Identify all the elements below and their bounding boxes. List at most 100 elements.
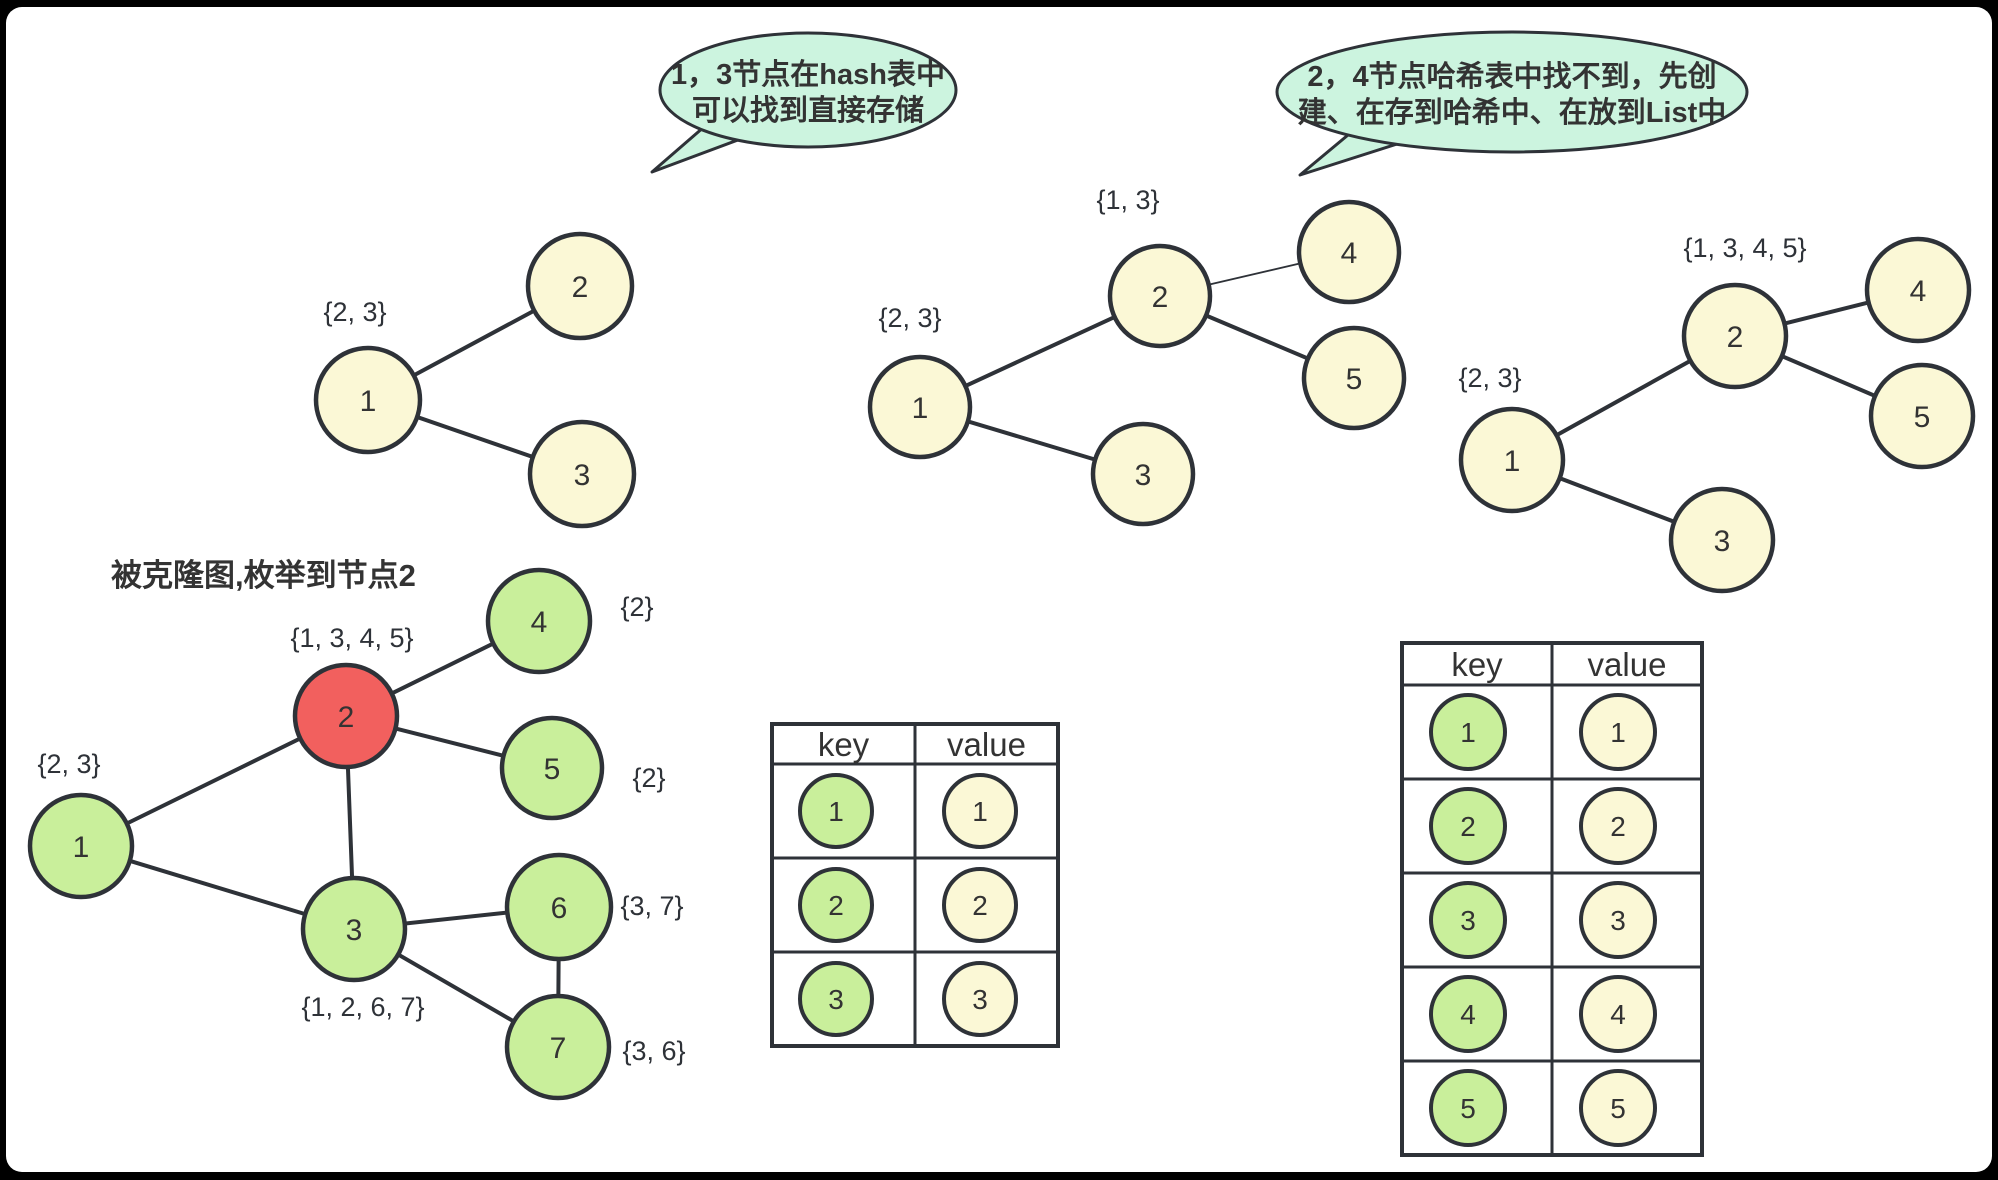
clone-step1-node-3-label: 3 xyxy=(574,459,591,492)
clone-step2-node-2-circle xyxy=(1107,243,1213,349)
source-graph-node-7-label: 7 xyxy=(550,1032,567,1065)
hash-table-step-row-2-key-node: 2 xyxy=(798,867,874,943)
source-graph-node-6-label: 6 xyxy=(551,892,568,925)
source-graph-node-7-circle xyxy=(504,993,612,1101)
clone-step3-node-3-label: 3 xyxy=(1714,525,1731,558)
hash-table-full-row-4-key-label: 4 xyxy=(1460,999,1476,1030)
clone-step2-node-5: 5 xyxy=(1301,325,1407,431)
clone-step2-node-2-label: 2 xyxy=(1152,281,1169,314)
clone-step3-node-3: 3 xyxy=(1668,486,1776,594)
source-graph-neighbor-set-label: {2} xyxy=(632,763,665,793)
hash-table-step-row-2-key-circle xyxy=(798,867,874,943)
clone-step3-neighbor-set-label: {2, 3} xyxy=(1458,363,1521,393)
clone-step2-node-5-label: 5 xyxy=(1346,363,1363,396)
hash-table-full-row-2-value-label: 2 xyxy=(1610,811,1626,842)
hash-table-full-row-3-key-label: 3 xyxy=(1460,905,1476,936)
hash-table-full-row-3-value-node: 3 xyxy=(1579,881,1657,959)
bubble-hash-missing-text-line: 建、在存到哈希中、在放到List中 xyxy=(1298,96,1727,129)
hash-table-full-row-2-value-node: 2 xyxy=(1579,787,1657,865)
clone-step3-node-1-circle xyxy=(1458,406,1566,514)
source-graph-node-6: 6 xyxy=(504,852,614,962)
clone-step3: {2, 3} {1, 3, 4, 5} xyxy=(1458,233,1924,542)
clone-step2-node-3-circle xyxy=(1090,421,1196,527)
clone-step2-node-4-label: 4 xyxy=(1341,237,1358,270)
hash-table-full-row-1-key-label: 1 xyxy=(1460,717,1476,748)
clone-step3-node-1-label: 1 xyxy=(1504,445,1521,478)
clone-step3-neighbor-set-label: {1, 3, 4, 5} xyxy=(1683,233,1806,263)
source-graph-node-7: 7 xyxy=(504,993,612,1101)
hash-table-step-row-3-key-node: 3 xyxy=(798,961,874,1037)
bubble-hash-missing: 2，4节点哈希表中找不到，先创建、在存到哈希中、在放到List中 xyxy=(1275,30,1749,177)
hash-table-full-row-5-key-circle xyxy=(1429,1069,1507,1147)
clone-step1-neighbor-set-label: {2, 3} xyxy=(323,297,386,327)
hash-table-full-row-2-key-circle xyxy=(1429,787,1507,865)
hash-table-step-row-3-value-label: 3 xyxy=(972,984,988,1015)
source-graph-node-3-circle xyxy=(300,875,408,983)
source-graph-neighbor-set-label: {2, 3} xyxy=(37,749,100,779)
source-graph-neighbor-set-label: {1, 2, 6, 7} xyxy=(301,992,424,1022)
source-graph-node-6-circle xyxy=(504,852,614,962)
clone-step3-node-2-label: 2 xyxy=(1727,321,1744,354)
source-graph-node-3: 3 xyxy=(300,875,408,983)
hash-table-full-row-1-value-label: 1 xyxy=(1610,717,1626,748)
hash-table-step-row-3-value-circle xyxy=(942,961,1018,1037)
hash-table-full-row-5-key-label: 5 xyxy=(1460,1093,1476,1124)
hash-table-step-row-3-key-label: 3 xyxy=(828,984,844,1015)
source-graph-neighbor-set-label: {1, 3, 4, 5} xyxy=(290,623,413,653)
source-graph-node-5-label: 5 xyxy=(544,753,561,786)
hash-table-full-row-4-value-circle xyxy=(1579,975,1657,1053)
hash-table-full-row-4-key-circle xyxy=(1429,975,1507,1053)
hash-table-step-row-1-value-label: 1 xyxy=(972,796,988,827)
source-graph-node-1: 1 xyxy=(27,792,135,900)
clone-step1-node-2: 2 xyxy=(525,231,635,341)
clone-step1-node-2-label: 2 xyxy=(572,271,589,304)
hash-table-full-row-3-key-circle xyxy=(1429,881,1507,959)
clone-step3-node-5-circle xyxy=(1868,362,1976,470)
clone-step1-node-3: 3 xyxy=(527,419,637,529)
source-graph-node-5: 5 xyxy=(499,715,605,821)
source-graph-node-4-circle xyxy=(485,567,593,675)
source-graph-node-1-label: 1 xyxy=(73,831,90,864)
clone-step2-node-1: 1 xyxy=(867,354,973,460)
hash-table-full-row-4-key-node: 4 xyxy=(1429,975,1507,1053)
hash-table-full-row-1-value-node: 1 xyxy=(1579,693,1657,771)
hash-table-full-row-2-key-node: 2 xyxy=(1429,787,1507,865)
bubble-hash-missing-text-line: 2，4节点哈希表中找不到，先创 xyxy=(1307,60,1716,93)
clone-step3-node-1: 1 xyxy=(1458,406,1566,514)
hash-table-full-row-1-key-node: 1 xyxy=(1429,693,1507,771)
clone-step2-node-1-circle xyxy=(867,354,973,460)
hash-table-step-row-1-key-node: 1 xyxy=(798,773,874,849)
source-graph-node-1-circle xyxy=(27,792,135,900)
source-graph-node-4-label: 4 xyxy=(531,606,548,639)
clone-step2-neighbor-set-label: {2, 3} xyxy=(878,303,941,333)
hash-table-full-row-1-value-circle xyxy=(1579,693,1657,771)
hash-table-full-row-4-value-node: 4 xyxy=(1579,975,1657,1053)
bubble-hash-found-text-line: 1，3节点在hash表中 xyxy=(671,58,945,91)
clone-step3-node-4: 4 xyxy=(1864,236,1972,344)
hash-table-full-header-key: key xyxy=(1451,646,1503,683)
hash-table-step-row-2-value-circle xyxy=(942,867,1018,943)
clone-step1-node-1: 1 xyxy=(313,345,423,455)
clone-step3-node-2-circle xyxy=(1681,282,1789,390)
clone-step3-node-5-label: 5 xyxy=(1914,401,1931,434)
hash-table-full-row-3-value-circle xyxy=(1579,881,1657,959)
hash-table-full-row-3-key-node: 3 xyxy=(1429,881,1507,959)
clone-step2-node-3: 3 xyxy=(1090,421,1196,527)
clone-step3-node-3-circle xyxy=(1668,486,1776,594)
source-graph-node-2: 2 xyxy=(292,662,400,770)
source-graph-node-4: 4 xyxy=(485,567,593,675)
source-graph-node-2-label: 2 xyxy=(338,701,355,734)
hash-table-step-header-value: value xyxy=(947,726,1026,763)
source-graph-neighbor-set-label: {2} xyxy=(620,592,653,622)
hash-table-step-row-3-key-circle xyxy=(798,961,874,1037)
hash-table-full-row-5-value-label: 5 xyxy=(1610,1093,1626,1124)
bubble-hash-found-text-line: 可以找到直接存储 xyxy=(692,94,924,127)
hash-table-step-row-1-key-label: 1 xyxy=(828,796,844,827)
clone-step2-node-1-label: 1 xyxy=(912,392,929,425)
hash-table-full-row-1-key-circle xyxy=(1429,693,1507,771)
hash-table-full-row-5-value-circle xyxy=(1579,1069,1657,1147)
hash-table-full-header-value: value xyxy=(1588,646,1667,683)
clone-step2-node-4-circle xyxy=(1296,199,1402,305)
